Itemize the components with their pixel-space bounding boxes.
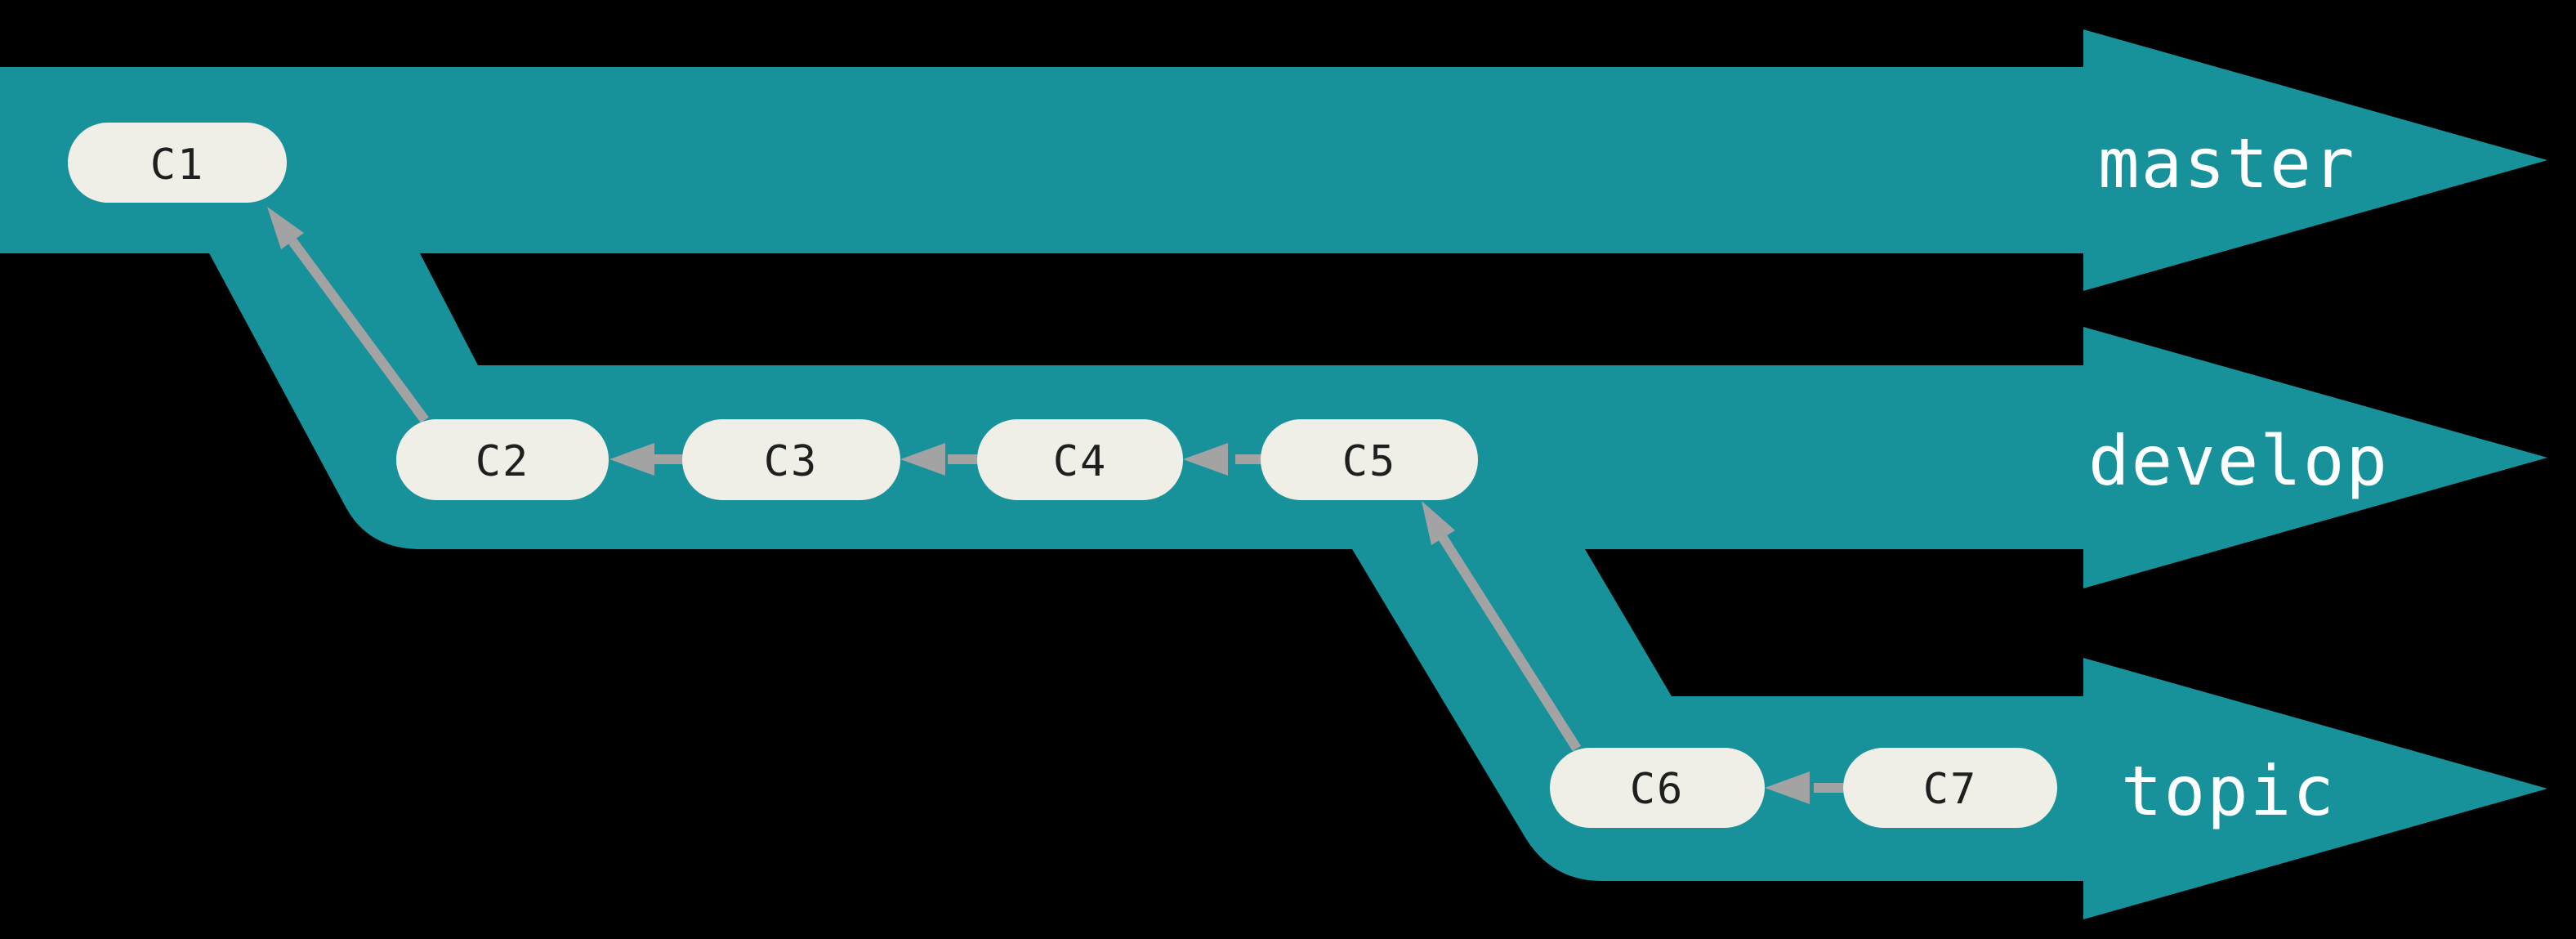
commit-c7-node (1843, 748, 2057, 828)
commit-nodes: C1 C2 C3 C4 C5 C6 C7 (68, 123, 2057, 828)
branch-label-topic: topic (2121, 751, 2336, 831)
edge-c4-c3-arrowhead (900, 443, 945, 476)
edge-c5-to-c4 (1183, 443, 1265, 476)
commit-c4-node (977, 419, 1183, 500)
edge-c3-to-c2 (609, 443, 682, 476)
edge-c2-c1-arrowhead (267, 207, 304, 249)
commit-c6: C6 (1550, 748, 1765, 828)
commit-c1-label: C1 (150, 141, 205, 190)
commit-edges (267, 207, 1843, 804)
commit-c4: C4 (977, 419, 1183, 500)
edge-c2-c1-line (288, 238, 429, 423)
commit-c5: C5 (1261, 419, 1478, 500)
edge-c6-to-c5 (1422, 501, 1582, 752)
commit-c5-node (1261, 419, 1478, 500)
edge-c6-c5-line (1438, 534, 1582, 752)
commit-c3-label: C3 (764, 437, 819, 486)
edge-c6-c5-arrowhead (1422, 501, 1455, 545)
branch-labels: master develop topic (2088, 123, 2389, 831)
edge-c7-c6-arrowhead (1765, 771, 1810, 804)
commit-c7: C7 (1843, 748, 2057, 828)
commit-c3-node (682, 419, 900, 500)
commit-c6-node (1550, 748, 1765, 828)
commit-c6-label: C6 (1630, 765, 1685, 814)
edge-c7-to-c6 (1765, 771, 1843, 804)
edge-c5-c4-arrowhead (1183, 443, 1228, 476)
commit-c2-label: C2 (475, 437, 530, 486)
master-branch-band (0, 29, 2547, 291)
commit-c2-node (396, 419, 609, 500)
branch-label-develop: develop (2088, 421, 2389, 501)
commit-c1: C1 (68, 123, 287, 203)
edge-c3-c2-arrowhead (609, 443, 654, 476)
commit-c1-node (68, 123, 287, 203)
commit-c7-label: C7 (1923, 765, 1978, 814)
branch-label-master: master (2098, 123, 2355, 203)
commit-c3: C3 (682, 419, 900, 500)
commit-c2: C2 (396, 419, 609, 500)
edge-c2-to-c1 (267, 207, 429, 423)
commit-c4-label: C4 (1053, 437, 1108, 486)
edge-c4-to-c3 (900, 443, 977, 476)
commit-c5-label: C5 (1342, 437, 1397, 486)
